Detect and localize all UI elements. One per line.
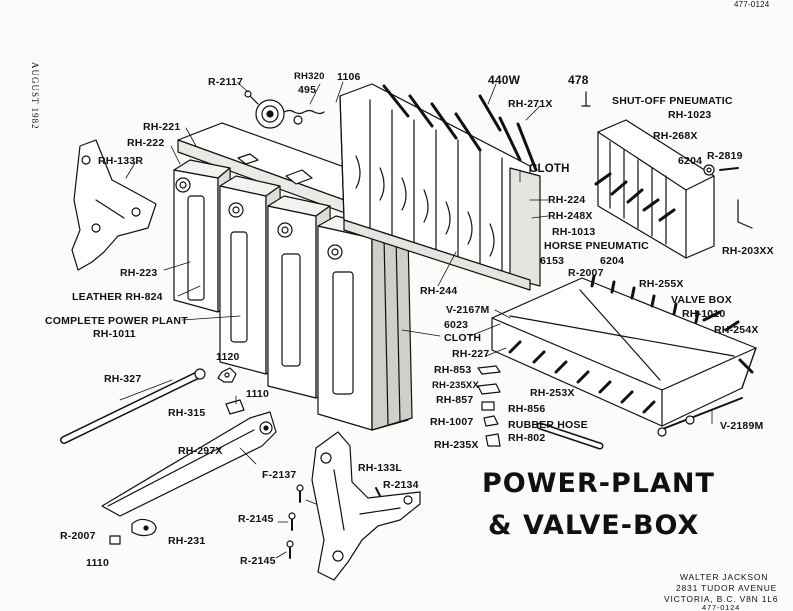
label-rh223: RH-223 [120,267,158,279]
label-rh255x: RH-255X [639,278,684,290]
label-r2117: R-2117 [208,76,244,88]
address-street: 2831 TUDOR AVENUE [676,583,778,593]
side-date-note: AUGUST 1982 [30,62,40,130]
address-name: WALTER JACKSON [680,572,769,582]
label-rh802: RH-802 [508,432,546,444]
bracket-rh133r [71,139,157,271]
label-478: 478 [568,73,589,87]
label-r2145-a: R-2145 [238,513,274,525]
label-rh268x: RH-268X [653,130,698,142]
label-cloth-1: CLOTH [529,163,570,175]
label-rh253x: RH-253X [530,387,575,399]
label-6204-b: 6204 [600,255,625,267]
label-rh853: RH-853 [434,364,472,376]
rod-rh327 [60,367,245,444]
arm-rh297x [101,411,277,545]
label-rh1013: RH-1013 [552,226,596,238]
label-rh327: RH-327 [104,373,142,385]
label-6023: 6023 [444,319,469,331]
horse-pneumatic-frame [339,83,591,291]
label-rh133l: RH-133L [358,462,402,474]
label-6204-a: 6204 [678,155,703,167]
label-rh244: RH-244 [420,285,458,297]
label-1110-bottom: 1110 [86,557,109,569]
diagram-title-line2: & VALVE-BOX [488,510,700,541]
pulley-assembly [244,90,325,129]
label-440w: 440W [488,73,521,87]
label-rh254x: RH-254X [714,324,759,336]
address-phone: 477-0124 [702,603,741,611]
label-leather-rh824: LEATHER RH-824 [72,291,163,303]
label-1120: 1120 [216,351,240,363]
label-f2137: F-2137 [262,469,297,481]
label-v2189m: V-2189M [720,420,764,432]
label-shutoff-pneumatic: SHUT-OFF PNEUMATIC [612,95,733,107]
address-city: VICTORIA, B.C. V8N 1L6 [664,594,779,604]
label-r2007-top: R-2007 [568,267,604,279]
label-rh856: RH-856 [508,403,546,415]
label-rh224: RH-224 [548,194,586,206]
label-rh248x: RH-248X [548,210,593,222]
label-rh857: RH-857 [436,394,474,406]
label-rh227: RH-227 [452,348,490,360]
label-valve-box: VALVE BOX [671,294,732,306]
diagram-title-line1: POWER-PLANT [482,468,715,499]
label-horse-pneumatic: HORSE PNEUMATIC [544,240,649,252]
label-rh235x: RH-235X [434,439,479,451]
label-1110-top: 1110 [246,388,269,400]
label-rubber-hose: RUBBER HOSE [508,419,588,431]
label-495: 495 [298,84,317,96]
label-rh133r: RH-133R [98,155,144,167]
valve-box-assembly [491,274,757,437]
label-r2145-b: R-2145 [240,555,276,567]
label-r2007-bottom: R-2007 [60,530,96,542]
label-rh1011: RH-1011 [93,328,136,340]
label-rh320: RH320 [294,71,325,82]
label-rh221: RH-221 [143,121,181,133]
shutoff-pneumatic [594,119,753,259]
leader-lines [119,81,713,559]
label-cloth-2: CLOTH [444,332,482,344]
label-rh297x: RH-297X [178,445,223,457]
page-corner-number: 477-0124 [734,0,770,9]
label-rh231: RH-231 [168,535,206,547]
label-rh1023: RH-1023 [668,109,712,121]
label-complete-power-plant: COMPLETE POWER PLANT [45,315,188,327]
label-rh203xx: RH-203XX [722,245,774,257]
bracket-rh133l [286,431,421,581]
label-6153: 6153 [540,255,565,267]
label-r2819: R-2819 [707,150,743,162]
label-rh271x: RH-271X [508,98,553,110]
label-1106: 1106 [337,71,361,83]
label-r2134: R-2134 [383,479,419,491]
label-v2167m: V-2167M [446,304,490,316]
small-fittings [477,365,604,450]
label-rh235xx: RH-235XX [432,380,480,391]
label-rh1010: RH-1010 [682,308,726,320]
label-rh1007: RH-1007 [430,416,474,428]
label-rh222: RH-222 [127,137,165,149]
label-rh315: RH-315 [168,407,206,419]
